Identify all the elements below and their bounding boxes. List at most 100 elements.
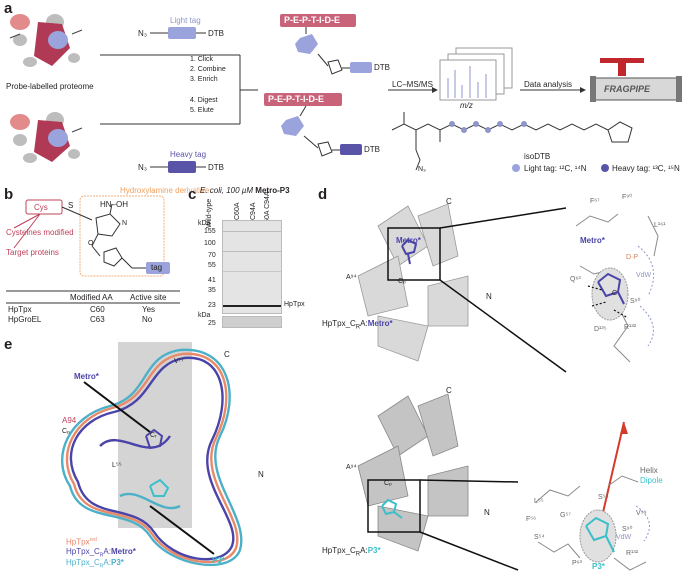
table-row-0-site: Yes [142,305,156,314]
marker-41: 41 [208,277,216,284]
peptide-heavy-icon [264,93,342,106]
res-l55: L⁵⁵ [534,498,544,505]
p3-ligand-e [149,478,170,497]
gel-title: E. coli, 100 µM Metro-P3 [200,186,290,195]
res-r132-bottom: R¹³² [626,550,639,557]
gel-band-hptpx [223,305,281,307]
table-row-0-name: HpTpx [8,305,32,314]
proteome-caption: Probe-labelled proteome [6,82,94,91]
res-v59: V⁵⁹ [636,510,647,517]
res-g57: G⁵⁷ [560,512,571,519]
res-dp: D·P [626,254,639,261]
n-term-top: N [486,292,492,301]
res-l161: L¹⁶¹ [654,222,666,229]
legend-e-0: HpTpxred [66,537,97,547]
a94-e: A94 [62,416,77,425]
kda-label: kDa [198,220,211,227]
marker-70: 70 [208,252,216,259]
fragpipe-text: FRAGPIPE [604,84,651,94]
zoom-box-bottom [367,479,421,533]
gel-image [222,220,282,314]
res-f56: F⁵⁶ [526,516,537,523]
heavy-tag-label: Heavy tag [170,150,207,159]
cp-bottom: Cₚ [384,480,393,487]
light-tag-dot [512,164,520,172]
panel-d-graphics [357,203,659,571]
marker-100: 100 [204,240,216,247]
ms-spectrum-icon [439,47,513,101]
proteome-bottom-icon [10,112,83,163]
table-row-1-site: No [142,315,153,324]
p3-star-detail: P3* [592,562,605,571]
res-f90: F⁹⁰ [622,194,633,201]
panel-a-graphics [9,14,682,173]
protein-cartoon-top [357,203,469,362]
a94-top: A⁹⁴ [346,274,357,281]
proteome-top-icon [9,14,83,67]
n-term-bottom: N [484,508,490,517]
step-4: 4. Digest [190,97,218,104]
isodtb-structure [391,112,633,171]
res-q63: Q⁶³ [570,276,581,283]
table-header-site: Active site [130,293,167,302]
marker-23: 23 [208,302,216,309]
table-header-aa: Modified AA [70,293,113,302]
band-label: HpTpx [284,301,305,308]
cp-e: Cₚ [62,428,71,435]
legend-e-1: HpTpx_CRA:Metro* [66,547,136,559]
step-1: 1. Click [190,56,213,63]
cp-top: Cₚ [398,278,407,285]
peptide-light-icon [280,14,356,27]
dtb-heavy-label: DTB [208,163,224,172]
dtb-peptide-light: DTB [374,63,390,72]
res-c: C [612,290,618,297]
table-row-1-name: HpGroEL [8,315,42,324]
cr-e: Cᵣ [150,432,157,439]
l55-e: L⁵⁵ [112,462,122,469]
gel-loading-control [222,316,282,328]
top-caption: HpTpx_CRA:Metro* [322,319,393,331]
panel-label-e: e [4,336,13,353]
fragpipe-logo [590,58,682,102]
p3-star-e: P3* [212,556,225,565]
kda-label-bottom: kDa [198,312,211,319]
panel-label-a: a [4,0,13,17]
peptide-heavy-text: P-E-P-T-I-D-E [268,94,324,104]
res-p63: P⁶³ [572,560,582,567]
p3-ligand-bottom [381,498,403,519]
data-analysis-label: Data analysis [524,80,573,89]
res-d135: D¹³⁵ [594,326,607,333]
azide-light-label: N₃ [138,29,148,38]
heavy-tag-dot [601,164,609,172]
panel-label-c: c [188,186,197,203]
metro-ligand-top [401,238,418,265]
panel-b-graphics [6,195,180,304]
marker-155: 155 [204,228,216,235]
table-row-1-aa: C63 [90,315,105,324]
res-s90-bottom: S⁹⁰ [622,526,633,533]
bottom-caption: HpTpx_CRA:P3* [322,546,381,558]
panel-label-d: d [318,186,328,203]
n-term-e: N [258,470,264,479]
table-row-0-aa: C60 [90,305,105,314]
dtb-light-label: DTB [208,29,224,38]
o-atom: O [88,240,94,247]
vdw-top: VdW [636,272,652,279]
zoom-box-top [387,227,441,281]
tag-label: tag [151,263,163,272]
a94-bottom: A⁹⁴ [346,464,357,471]
nhoh-label: HN–OH [100,200,129,209]
lcms-label: LC–MS/MS [392,80,433,89]
peptide-light-text: P-E-P-T-I-D-E [284,15,340,25]
v77-e: V⁷⁷ [174,358,184,365]
light-tag-icon [168,27,196,39]
metro-star-top: Metro* [396,236,421,245]
azide-heavy-label: N₃ [138,163,148,172]
metro-ligand-e [145,428,164,450]
isodtb-atoms [449,121,527,133]
marker-35: 35 [208,287,216,294]
mz-label: m/z [460,101,473,110]
heavy-tag-icon [168,161,196,173]
n-atom: N [122,220,128,227]
lane-label-2: C94A [250,202,257,220]
